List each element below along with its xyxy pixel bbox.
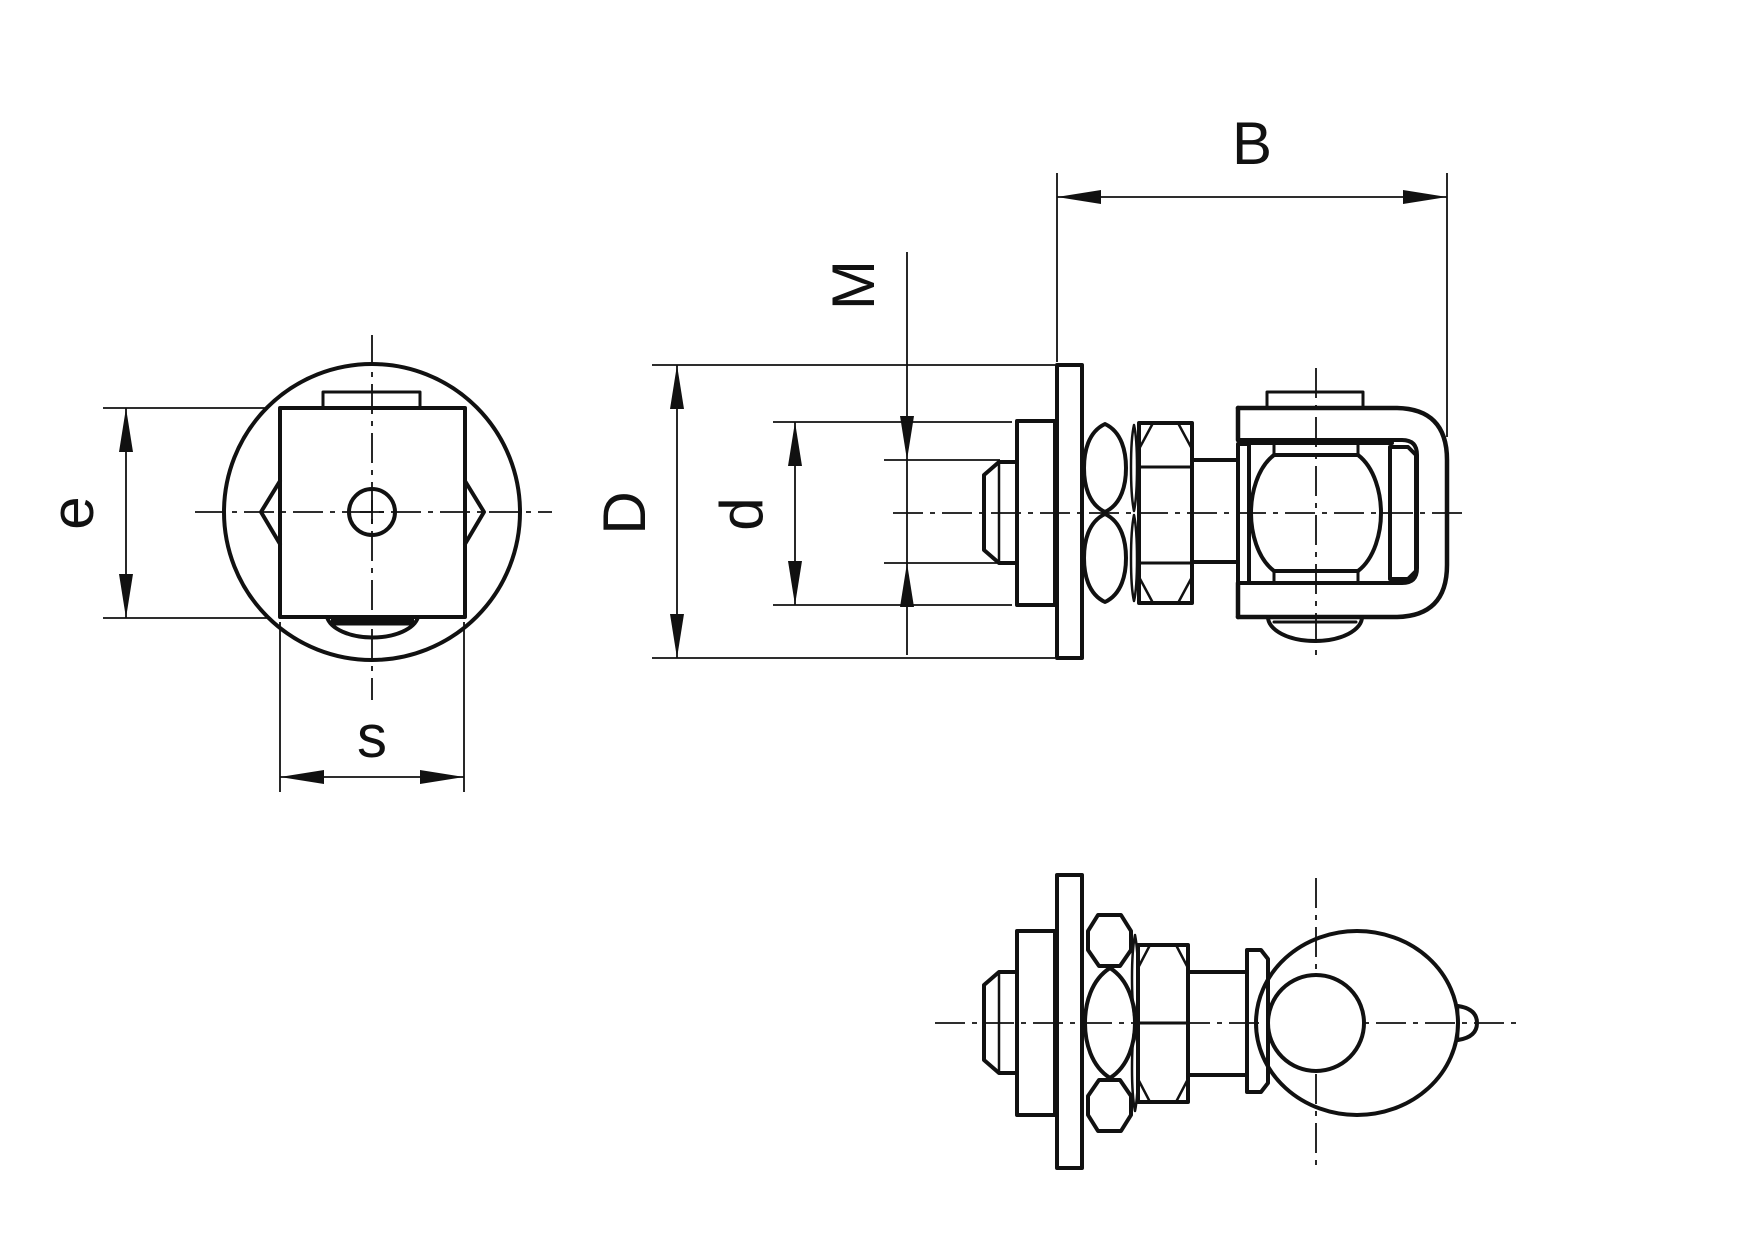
- ball-right-arc: [1356, 453, 1383, 573]
- s-arrow-left: [280, 770, 324, 784]
- side-view: [893, 363, 1462, 660]
- dim-label-s: s: [357, 703, 387, 770]
- dimension-d: d: [708, 421, 1012, 606]
- dim-label-B: B: [1232, 110, 1272, 177]
- front-view: [195, 335, 552, 700]
- D-arrow-bottom: [670, 614, 684, 658]
- spring-washer-wave-top: [1082, 422, 1128, 514]
- spring-washer-wave-bottom: [1082, 512, 1128, 604]
- ball-left-arc: [1249, 453, 1276, 573]
- bolt-head: [982, 460, 1019, 565]
- d-arrow-bottom: [788, 561, 802, 605]
- u-bracket-outer: [1235, 405, 1450, 620]
- pin-tip: [1456, 1004, 1479, 1042]
- pivot-pin-bottom-dome: [1266, 615, 1364, 643]
- hex-nut-facet-lines: [1137, 465, 1194, 565]
- socket-spacer-left: [1245, 948, 1270, 1094]
- M-arrow-top: [900, 416, 914, 460]
- ball-socket-housing: [1247, 441, 1394, 585]
- dimension-D: D: [591, 364, 1055, 659]
- u-bracket-inner: [1236, 438, 1419, 585]
- dim-label-e: e: [39, 496, 106, 529]
- eye-hole: [1266, 973, 1366, 1073]
- mounting-plate: [1055, 873, 1084, 1170]
- lock-washer-bottom: [1129, 513, 1139, 603]
- washer-disc: [1015, 929, 1057, 1117]
- dimension-M: M: [820, 252, 1000, 655]
- D-arrow-top: [670, 365, 684, 409]
- B-arrow-right: [1403, 190, 1447, 204]
- pivot-pin-top: [1265, 390, 1365, 410]
- B-arrow-left: [1057, 190, 1101, 204]
- threaded-shaft: [1190, 458, 1240, 564]
- lock-washer-top: [1129, 423, 1139, 513]
- dim-label-D: D: [591, 491, 658, 534]
- dim-label-M: M: [820, 260, 887, 310]
- pin-head-tab: [321, 390, 422, 410]
- dim-label-d: d: [708, 497, 775, 530]
- top-view: [935, 873, 1523, 1170]
- M-extension-lines: [884, 459, 1000, 564]
- s-extension-lines: [279, 622, 465, 792]
- dimension-s: s: [279, 622, 465, 792]
- dimension-e: e: [39, 407, 268, 619]
- ball-flats: [1272, 453, 1360, 573]
- ball-corner-ticks: [1272, 441, 1360, 585]
- d-extension-lines: [773, 421, 1012, 606]
- e-arrow-bottom: [119, 574, 133, 618]
- M-arrow-bottom: [900, 563, 914, 607]
- threaded-shaft: [1186, 970, 1249, 1077]
- center-cross: [360, 500, 384, 524]
- center-hole: [347, 487, 397, 537]
- hex-corner-right: [463, 479, 486, 546]
- hex-nut-chamfers: [1137, 421, 1194, 605]
- e-extension-lines: [103, 407, 268, 619]
- spring-washer-end-top: [1086, 913, 1133, 968]
- hex-nut-chamfers: [1136, 943, 1190, 1104]
- outer-disc-circle: [222, 362, 522, 662]
- spring-washer-end-bottom: [1086, 1078, 1133, 1133]
- bolt-head: [982, 970, 1019, 1075]
- pin-dome-front: [325, 615, 420, 640]
- e-arrow-top: [119, 408, 133, 452]
- B-extension-lines: [1056, 173, 1448, 437]
- hex-nut: [1137, 421, 1194, 605]
- s-arrow-right: [420, 770, 464, 784]
- dimension-B: B: [1056, 110, 1448, 437]
- mounting-plate: [1055, 363, 1084, 660]
- D-extension-lines: [652, 364, 1055, 659]
- washer-disc: [1015, 419, 1057, 607]
- hex-corner-left: [259, 479, 282, 546]
- d-arrow-top: [788, 422, 802, 466]
